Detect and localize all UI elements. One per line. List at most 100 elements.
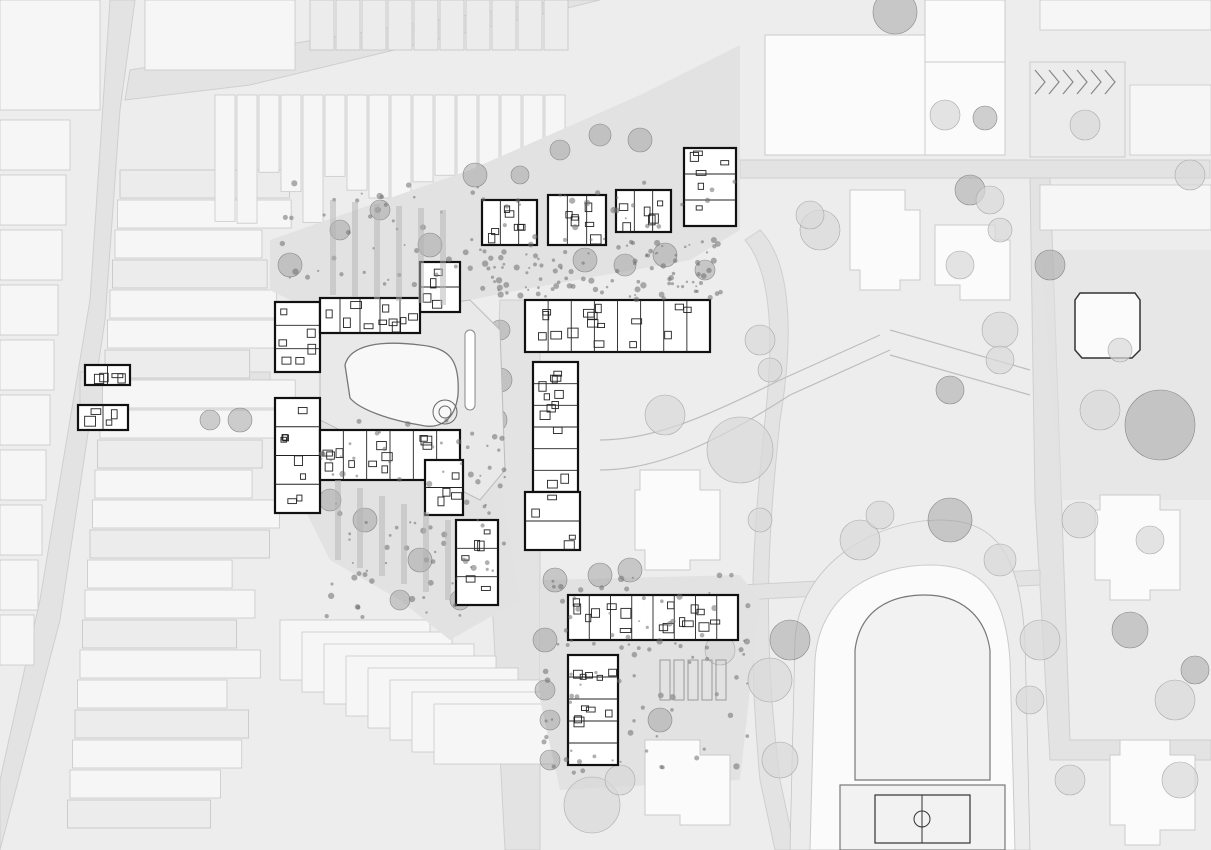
room — [538, 332, 547, 341]
planting-strip — [335, 480, 341, 560]
shrub — [556, 280, 561, 285]
tree-canopy — [549, 139, 571, 161]
shrub — [688, 243, 691, 246]
tree-canopy — [747, 657, 793, 703]
shrub — [497, 289, 500, 292]
project-building — [454, 518, 500, 607]
tree-canopy — [644, 394, 686, 436]
room — [622, 222, 632, 233]
shrub — [658, 291, 665, 298]
shrub — [322, 213, 326, 217]
shrub — [610, 278, 615, 283]
shrub — [688, 660, 692, 664]
room — [293, 455, 304, 466]
project-building — [523, 298, 712, 354]
tree-canopy — [352, 507, 378, 533]
shrub — [630, 203, 636, 208]
shrub — [352, 456, 356, 460]
room — [306, 328, 316, 338]
shrub — [305, 274, 311, 280]
shrub — [503, 282, 510, 288]
shrub — [605, 285, 609, 289]
room — [674, 303, 684, 311]
shrub — [533, 262, 537, 267]
room — [648, 213, 659, 224]
shrub — [455, 577, 458, 580]
shrub — [634, 286, 641, 293]
shrub — [615, 268, 620, 274]
tree-canopy — [972, 105, 998, 131]
planting-strip — [330, 200, 336, 295]
context-parcel — [89, 529, 270, 559]
tree-canopy — [542, 567, 568, 593]
shrub — [587, 252, 590, 255]
shrub — [382, 282, 387, 286]
shrub — [501, 249, 507, 255]
tree-canopy — [985, 345, 1015, 375]
shrub — [581, 261, 585, 265]
room — [547, 494, 557, 501]
shrub — [528, 266, 531, 270]
shrub — [660, 599, 664, 604]
tree-canopy — [277, 252, 303, 278]
room — [543, 393, 550, 401]
shrub — [544, 734, 549, 740]
tree-canopy — [510, 165, 530, 185]
shrub — [631, 576, 634, 579]
room — [300, 473, 307, 480]
shrub — [716, 572, 723, 579]
parking-stall — [687, 659, 699, 701]
shrub — [569, 197, 576, 204]
shrub — [470, 190, 476, 195]
shrub — [569, 749, 573, 752]
tree-canopy — [1135, 525, 1165, 555]
tree-canopy — [539, 749, 561, 771]
shrub — [678, 643, 683, 649]
shrub — [328, 592, 335, 600]
shrub — [467, 265, 473, 271]
context-parcel — [390, 94, 412, 206]
context-parcel — [0, 339, 55, 391]
context-parcel — [107, 319, 279, 349]
planting-strip — [423, 512, 429, 592]
room — [551, 375, 558, 384]
shrub — [348, 538, 351, 541]
shrub — [542, 668, 549, 675]
shrub — [317, 269, 320, 273]
room — [278, 339, 288, 347]
shrub — [625, 634, 631, 640]
shrub — [422, 595, 426, 600]
room — [99, 372, 109, 383]
shrub — [291, 180, 298, 187]
shrub — [710, 236, 717, 244]
tree-canopy — [647, 707, 673, 733]
room — [591, 608, 601, 618]
room — [343, 317, 351, 328]
project-building — [480, 198, 539, 247]
shrub — [493, 265, 496, 269]
shrub — [551, 579, 555, 583]
project-building — [318, 296, 422, 335]
room — [710, 619, 721, 625]
room — [550, 330, 563, 340]
shrub — [674, 253, 677, 257]
shrub — [476, 518, 480, 522]
shrub — [456, 439, 462, 445]
shrub — [575, 606, 581, 612]
shrub — [490, 275, 495, 279]
shrub — [710, 257, 717, 264]
shrub — [470, 564, 477, 571]
tree-canopy — [588, 123, 612, 147]
shrub — [552, 268, 558, 274]
shrub — [553, 283, 560, 289]
context-parcel — [0, 559, 39, 611]
shrub — [486, 266, 491, 271]
shrub — [667, 281, 671, 286]
tree-canopy — [839, 519, 881, 561]
shrub — [743, 639, 746, 642]
shrub — [388, 460, 392, 464]
room — [280, 436, 287, 443]
shrub — [704, 645, 710, 650]
tree-canopy — [613, 253, 637, 277]
